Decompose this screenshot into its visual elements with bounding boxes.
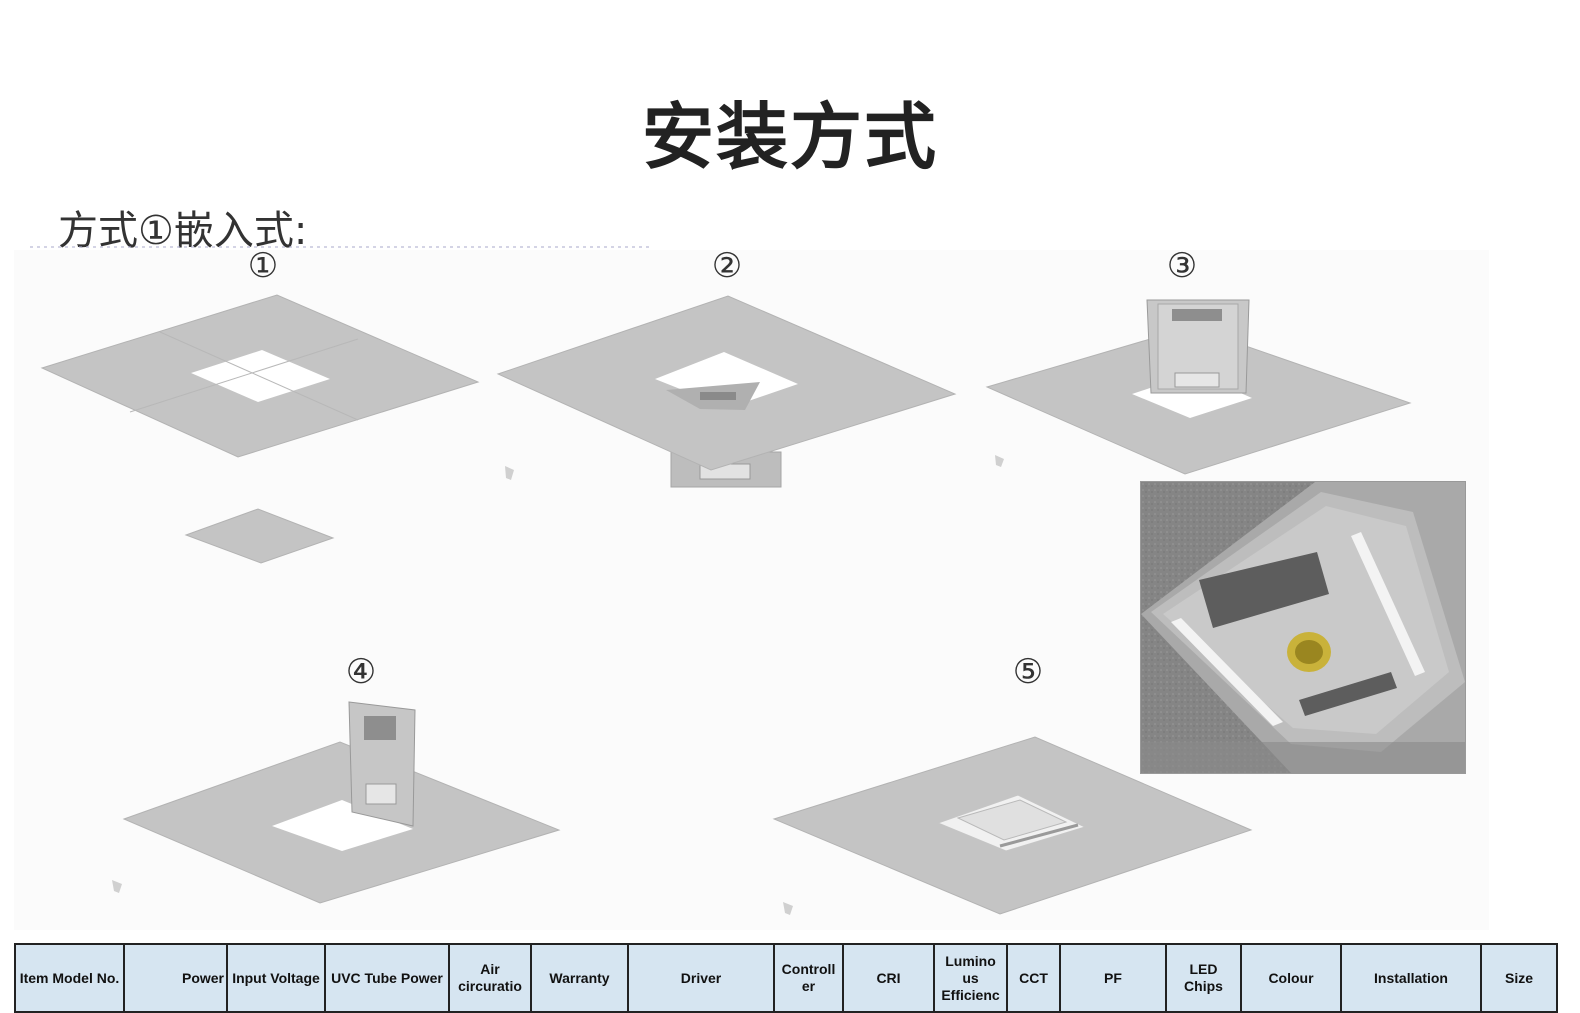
step-2-label: ② (712, 246, 742, 286)
step-2-illustration (498, 296, 955, 487)
col-controller: Controll er (774, 944, 843, 1012)
col-installation: Installation (1341, 944, 1481, 1012)
step-3-illustration (987, 300, 1410, 474)
step-5-label: ⑤ (1013, 652, 1043, 692)
col-item-model: Item Model No. (15, 944, 124, 1012)
installed-fixture-photo (1140, 481, 1466, 774)
step-4-illustration (112, 702, 559, 903)
step-4-label: ④ (346, 652, 376, 692)
col-warranty: Warranty (531, 944, 628, 1012)
col-input-voltage: Input Voltage (227, 944, 325, 1012)
col-power: Power (124, 944, 227, 1012)
col-pf: PF (1060, 944, 1166, 1012)
step-1-illustration (42, 295, 478, 563)
col-colour: Colour (1241, 944, 1341, 1012)
col-air-circulation: Air circuratio (449, 944, 531, 1012)
col-luminous-efficiency: Lumino us Efficienc (934, 944, 1007, 1012)
col-cct: CCT (1007, 944, 1060, 1012)
step-1-label: ① (248, 246, 278, 286)
col-led-chips: LED Chips (1166, 944, 1241, 1012)
spec-table: Item Model No. Power Input Voltage UVC T… (14, 943, 1558, 1013)
table-header-row: Item Model No. Power Input Voltage UVC T… (15, 944, 1557, 1012)
col-size: Size (1481, 944, 1557, 1012)
col-driver: Driver (628, 944, 774, 1012)
col-uvc-tube-power: UVC Tube Power (325, 944, 449, 1012)
step-3-label: ③ (1167, 246, 1197, 286)
col-cri: CRI (843, 944, 934, 1012)
